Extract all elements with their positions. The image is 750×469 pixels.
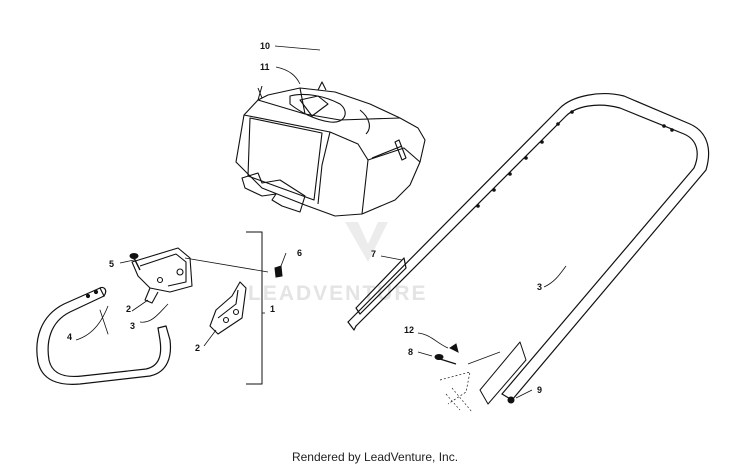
front-bumper-part[interactable] xyxy=(36,286,172,385)
handle-mount-part[interactable] xyxy=(439,341,527,413)
lower-bracket-part[interactable] xyxy=(209,281,247,335)
callout-10: 10 xyxy=(260,41,270,51)
u-handle-part[interactable] xyxy=(347,93,710,401)
callout-5: 5 xyxy=(109,259,114,269)
fastener-12[interactable] xyxy=(449,343,459,353)
leader-lines xyxy=(75,45,567,399)
assembly-bracket-line xyxy=(246,231,263,385)
callout-12: 12 xyxy=(404,325,414,335)
callout-1: 1 xyxy=(270,304,275,314)
footer-credit: Rendered by LeadVenture, Inc. xyxy=(291,450,459,464)
callout-11: 11 xyxy=(260,62,270,72)
callout-2-upper: 2 xyxy=(126,304,131,314)
nut-9[interactable] xyxy=(507,396,515,404)
leadventure-watermark: LEADVENTURE xyxy=(248,222,428,305)
screw-5[interactable] xyxy=(129,253,141,271)
watermark-logo-mark xyxy=(345,222,388,262)
callout-2-lower: 2 xyxy=(195,343,200,353)
storage-box-part[interactable] xyxy=(235,81,426,217)
callout-3-left: 3 xyxy=(130,321,135,331)
callout-4: 4 xyxy=(67,332,72,342)
clip-6[interactable] xyxy=(274,265,283,278)
callout-labels: 10 11 5 6 2 3 4 2 1 7 3 12 8 9 xyxy=(67,41,542,395)
callout-8: 8 xyxy=(408,347,413,357)
callout-9: 9 xyxy=(537,385,542,395)
callout-6: 6 xyxy=(297,248,302,258)
watermark-text: LEADVENTURE xyxy=(248,282,428,305)
callout-7: 7 xyxy=(371,249,376,259)
callout-3-right: 3 xyxy=(537,282,542,292)
bolt-8[interactable] xyxy=(434,354,457,365)
upper-bracket-part[interactable] xyxy=(131,247,269,304)
